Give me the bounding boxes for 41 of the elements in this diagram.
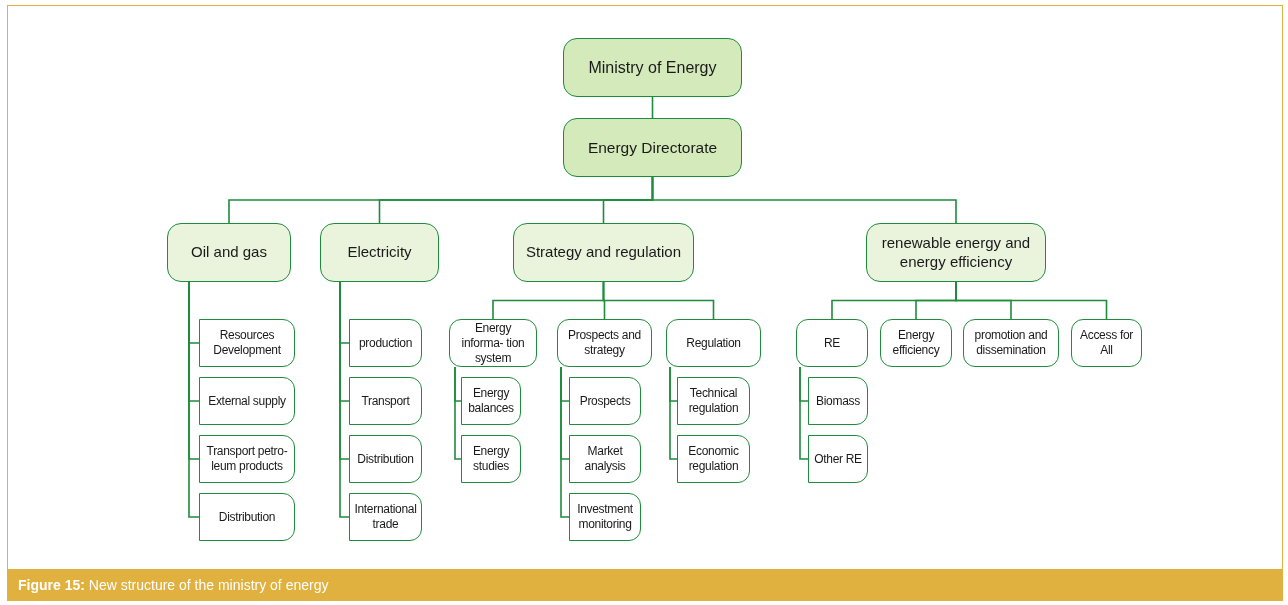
connector-line [651, 176, 957, 224]
connector-line [188, 281, 200, 518]
unit-box: Other RE [808, 435, 868, 483]
unit-box: Biomass [808, 377, 868, 425]
unit-box: Distribution [199, 493, 295, 541]
connector-line [339, 281, 350, 518]
division-box: renewable energy and energy efficiency [866, 223, 1046, 282]
unit-box: Economic regulation [677, 435, 750, 483]
unit-box: Energy studies [461, 435, 521, 483]
unit-box: Energy balances [461, 377, 521, 425]
unit-box: Technical regulation [677, 377, 750, 425]
unit-box: Resources Development [199, 319, 295, 367]
unit-box: Prospects [569, 377, 641, 425]
unit-box: promotion and dissemination [963, 319, 1059, 367]
connector-line [799, 366, 809, 460]
unit-box: Distribution [349, 435, 422, 483]
unit-box: RE [796, 319, 868, 367]
figure-caption: Figure 15: New structure of the ministry of energy [18, 577, 329, 593]
unit-box: production [349, 319, 422, 367]
connector-line [955, 281, 1108, 320]
unit-box: International trade [349, 493, 422, 541]
unit-box: Regulation [666, 319, 761, 367]
unit-box: Investment monitoring [569, 493, 641, 541]
department-box: Energy Directorate [563, 118, 742, 177]
unit-box: Transport petro- leum products [199, 435, 295, 483]
division-box: Electricity [320, 223, 439, 282]
division-box: Strategy and regulation [513, 223, 694, 282]
unit-box: Market analysis [569, 435, 641, 483]
department-box: Ministry of Energy [563, 38, 742, 97]
connector-line [454, 366, 462, 460]
unit-box: Access for All [1071, 319, 1142, 367]
unit-box: Transport [349, 377, 422, 425]
unit-box: Energy informa- tion system [449, 319, 537, 367]
unit-box: Prospects and strategy [557, 319, 652, 367]
division-box: Oil and gas [167, 223, 291, 282]
connector-line [651, 96, 654, 119]
connector-line [560, 366, 570, 518]
unit-box: External supply [199, 377, 295, 425]
connector-line [669, 366, 678, 460]
connector-line [602, 281, 715, 320]
unit-box: Energy efficiency [880, 319, 952, 367]
